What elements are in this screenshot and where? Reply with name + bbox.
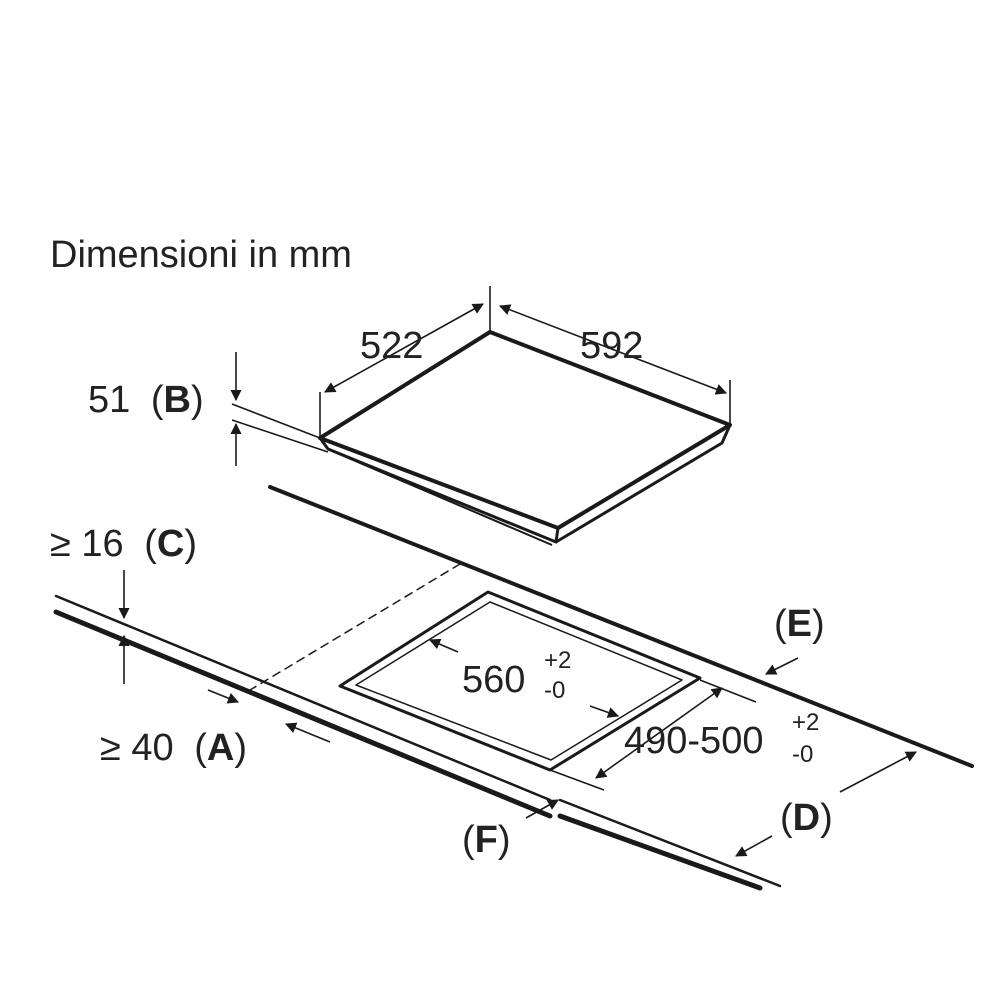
dim-51-paren-open: ( (151, 379, 164, 421)
dim-40-label: ≥ 40 (A) (100, 727, 247, 769)
countertop-front-bottom-edge (53, 609, 553, 819)
dim-16-paren-open: ( (144, 523, 157, 565)
dim-51-value: 51 (88, 379, 130, 421)
dim-490-500-label: 490-500 (624, 720, 763, 762)
dim-522-line (324, 303, 484, 393)
dim-560-tol-plus: +2 (544, 647, 571, 674)
callout-d-letter: D (793, 797, 820, 839)
dim-560-tol-minus: -0 (544, 677, 565, 704)
callout-f (525, 799, 559, 819)
callout-e-label: (E) (774, 603, 825, 645)
dim-592 (498, 304, 731, 425)
hob-front-edge (318, 437, 560, 544)
dim-560-label: 560 (462, 659, 525, 701)
cutout-inner (355, 601, 683, 761)
dim-16-letter: C (157, 523, 184, 565)
dim-51-label: 51 (B) (88, 379, 204, 421)
title-text: Dimensioni in mm (50, 234, 352, 276)
callout-d-label: (D) (780, 797, 833, 839)
callout-f-label: (F) (462, 819, 511, 861)
callout-e-letter: E (787, 603, 812, 645)
dim-40-paren-open: ( (194, 727, 207, 769)
dim-560-value: 560 (462, 659, 525, 701)
callout-f-paren-close: ) (498, 819, 511, 861)
dim-51-paren-close: ) (191, 379, 204, 421)
dim-51-letter: B (164, 379, 191, 421)
countertop (53, 485, 974, 891)
dim-40-value: ≥ 40 (100, 727, 174, 769)
dim-16-value: ≥ 16 (50, 523, 124, 565)
callout-e (764, 657, 799, 675)
dim-490-500-tol-plus: +2 (792, 709, 819, 736)
dim-522-label: 522 (360, 325, 423, 367)
callout-d (735, 751, 917, 857)
dim-40-paren-close: ) (234, 727, 247, 769)
countertop-front-top-edge (54, 594, 552, 802)
callout-e-paren-close: ) (812, 603, 825, 645)
callout-f-letter: F (475, 819, 498, 861)
callout-e-paren-open: ( (774, 603, 787, 645)
dim-40 (207, 689, 331, 743)
callout-d-paren-open: ( (780, 797, 793, 839)
dim-40-letter: A (207, 727, 234, 769)
dim-16-paren-close: ) (184, 523, 197, 565)
hob-right-edge (555, 424, 732, 544)
hob-base (331, 450, 553, 546)
countertop-hidden-line (249, 563, 461, 691)
countertop-back-edge (268, 485, 974, 768)
dim-16-label: ≥ 16 (C) (50, 523, 197, 565)
dim-592-label: 592 (580, 325, 643, 367)
dim-51 (230, 352, 329, 466)
callout-f-paren-open: ( (462, 819, 475, 861)
callout-d-paren-close: ) (820, 797, 833, 839)
dim-592-line (498, 304, 728, 395)
dim-522 (319, 286, 491, 438)
dim-490-500-tol-minus: -0 (792, 741, 813, 768)
dim-490-500 (549, 679, 757, 791)
